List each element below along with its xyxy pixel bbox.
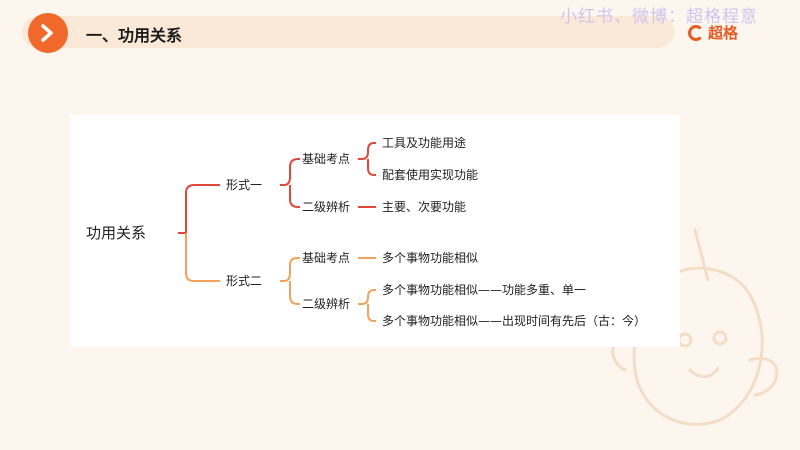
chevron-right-icon [28,13,68,53]
mascot-illustration [611,228,779,426]
branch-1-basic-items-connector [358,142,376,176]
branch-2-connector [185,233,220,282]
branch-2-analysis-items-connector [358,289,376,322]
branch-1-sub-connector [280,158,300,208]
branch-2-basic-label: 基础考点 [302,251,351,265]
header-bar [22,16,674,48]
mindmap-connectors [178,142,376,322]
branch-1-connector [185,184,220,233]
branch-2-analysis-label: 二级辨析 [302,297,351,311]
branch-1-basic-item-2: 配套使用实现功能 [382,168,479,182]
branch-2-analysis-item-2: 多个事物功能相似——出现时间有先后（古：今） [382,314,647,328]
branch-2-basic-item-1: 多个事物功能相似 [382,251,479,265]
brand-icon [688,24,704,41]
branch-1-analysis-item-1: 主要、次要功能 [382,200,467,214]
branch-1-basic-label: 基础考点 [302,152,351,166]
branch-2-sub-connector [280,257,300,305]
brand-name: 超格 [708,24,739,42]
branch-2-label: 形式二 [226,274,263,288]
mindmap-root: 功用关系 [86,224,147,242]
mindmap-panel: 功用关系 形式一 基础考点 工具及功能用途 配套使用实现功能 二级辨析 主要、次… [70,115,680,347]
brand-logo: 超格 [688,22,738,43]
branch-1-analysis-label: 二级辨析 [302,200,351,214]
branch-1-basic-item-1: 工具及功能用途 [382,136,467,150]
branch-1-label: 形式一 [226,178,263,192]
branch-2-analysis-item-1: 多个事物功能相似——功能多重、单一 [382,283,587,297]
page-title: 一、功用关系 [86,26,183,45]
watermark: 小红书、微博：超格程意 [560,7,758,27]
